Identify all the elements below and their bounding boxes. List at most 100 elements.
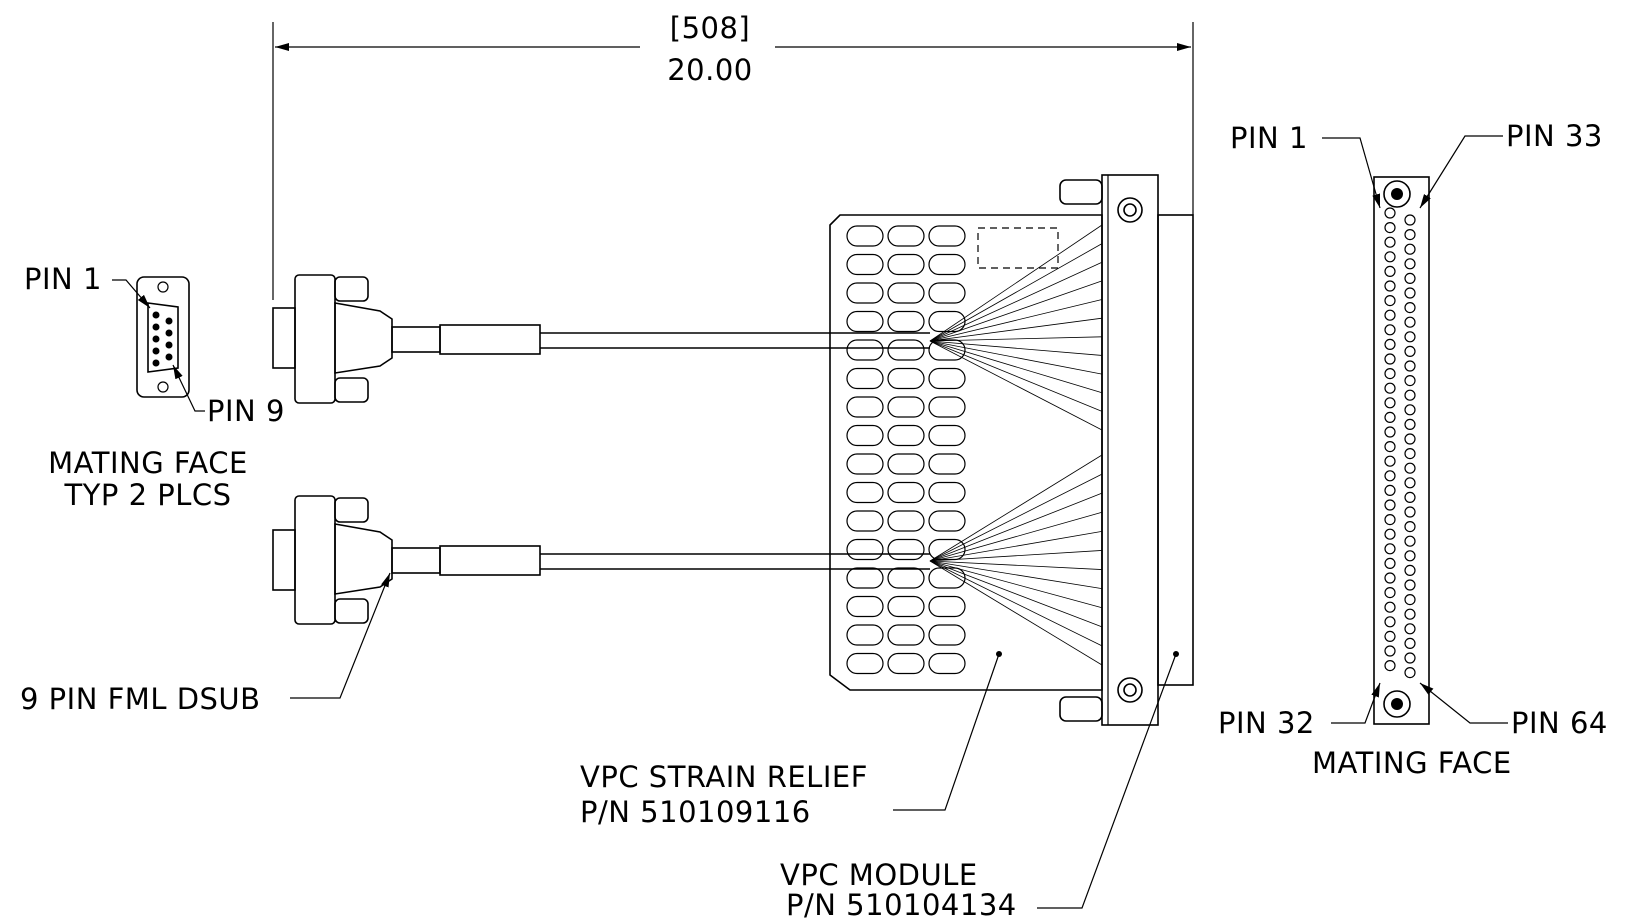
face-pin (1404, 637, 1416, 650)
tie-slot (846, 652, 884, 675)
face-pin1-label: PIN 1 (1230, 121, 1308, 155)
tie-slot (928, 453, 966, 475)
face-pin (1384, 397, 1396, 409)
dsub-mating-shell (272, 529, 296, 591)
tie-slot (846, 424, 884, 447)
face-pin33-label: PIN 33 (1506, 119, 1603, 153)
wire (929, 560, 1103, 628)
wire (929, 473, 1103, 562)
overall-length-dimension: [508] 20.00 (272, 11, 1194, 300)
face-pin64-leader (1419, 682, 1508, 724)
face-pin (1404, 448, 1416, 460)
dsub-backshell (334, 523, 393, 595)
jackscrew-bottom (334, 598, 369, 624)
wire (929, 340, 1103, 394)
face-pin (1404, 593, 1416, 606)
face-pin (1384, 426, 1396, 438)
cable-boot (391, 547, 441, 574)
tie-slot (928, 225, 966, 247)
wire (929, 299, 1103, 342)
face-pin (1384, 236, 1396, 248)
tie-slot (846, 453, 884, 475)
face-pin (1384, 280, 1396, 292)
tie-slot (928, 253, 966, 276)
face-pin (1384, 528, 1396, 540)
face-pin (1404, 214, 1416, 226)
face-pin (1384, 645, 1396, 657)
face-pin (1384, 222, 1396, 234)
face-pin (1384, 295, 1396, 307)
face-pin (1384, 616, 1396, 628)
wire (929, 340, 1103, 356)
face-pin (1404, 608, 1416, 620)
tie-slot (928, 624, 966, 646)
face-pin (1384, 572, 1396, 584)
face-pin (1404, 477, 1416, 489)
tie-slot (846, 225, 884, 247)
tie-slot (928, 481, 966, 504)
wire (929, 560, 1103, 647)
dsub-mating-face-view: PIN 1 PIN 9 MATING FACE TYP 2 PLCS (24, 262, 285, 512)
pin9-leader (172, 364, 205, 412)
tie-slot (887, 253, 925, 276)
face-pin (1384, 630, 1396, 643)
face-pin (1404, 375, 1416, 387)
strain-relief-leader (893, 653, 1000, 811)
tie-slot (887, 367, 925, 390)
dsub-connector-upper (272, 274, 930, 404)
tie-slot (887, 310, 925, 333)
face-pin (1404, 258, 1416, 270)
pin9-label: PIN 9 (207, 394, 285, 428)
face-pin (1404, 550, 1416, 562)
face-screw-top (1383, 180, 1411, 208)
face-pin (1404, 287, 1416, 299)
tie-slot (846, 595, 884, 618)
dsub-face-d-shell (147, 302, 179, 373)
wire (929, 560, 1103, 609)
face-pin (1384, 513, 1396, 526)
face-pin (1404, 418, 1416, 430)
face-pin (1404, 272, 1416, 284)
wire (929, 492, 1103, 562)
tie-slot (928, 282, 966, 304)
face-pin (1404, 666, 1416, 679)
face-pin (1404, 345, 1416, 357)
face-pin (1384, 543, 1396, 555)
face-caption: MATING FACE (1312, 746, 1512, 780)
tie-slot (887, 424, 925, 447)
wire (929, 550, 1103, 562)
dimension-metric: [508] (670, 11, 750, 45)
tie-slot (887, 652, 925, 675)
face-pin (1384, 207, 1396, 219)
face-pin (1404, 404, 1416, 416)
face-pin (1404, 491, 1416, 503)
tie-slot (887, 396, 925, 418)
tie-slot (928, 652, 966, 675)
tie-slot (887, 282, 925, 304)
tie-slot-grid (846, 225, 966, 675)
module-flange (1101, 174, 1159, 726)
tie-slot (887, 567, 925, 589)
face-pin (1404, 579, 1416, 591)
face-pin (1384, 557, 1396, 570)
module-mating-face-view: PIN 1 PIN 33 PIN 32 PIN 64 MATING FACE (1218, 119, 1607, 780)
face-pin (1384, 484, 1396, 496)
module-screw-top (1117, 197, 1143, 223)
tie-slot (928, 510, 966, 532)
dimension-imperial: 20.00 (667, 53, 753, 87)
face-pin (1384, 601, 1396, 613)
wire (929, 560, 1103, 570)
module-leader (1037, 653, 1177, 909)
module-screw-bottom (1117, 677, 1143, 703)
wire (929, 560, 1103, 666)
tie-slot (846, 367, 884, 390)
strain-relief-label: VPC STRAIN RELIEF (580, 760, 868, 794)
face-pin (1384, 265, 1396, 277)
face-pin33-leader (1419, 135, 1503, 209)
jackscrew-top (334, 276, 369, 302)
tie-slot (887, 510, 925, 532)
face-pin (1404, 316, 1416, 328)
tie-slot (887, 538, 925, 561)
face-pin (1404, 623, 1416, 635)
face-pin (1404, 243, 1416, 255)
